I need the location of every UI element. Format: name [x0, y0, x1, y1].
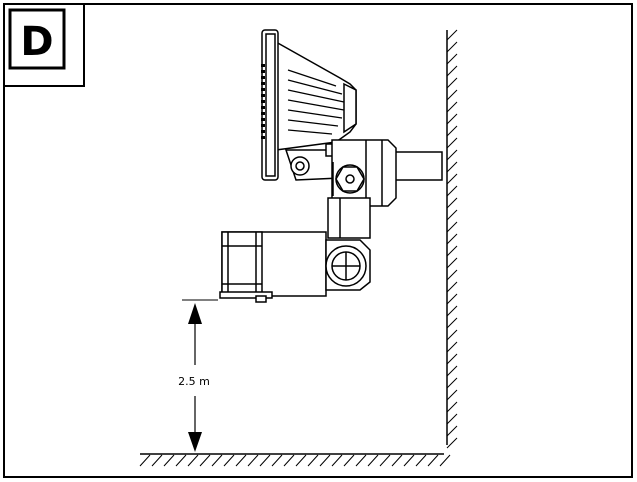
- mount-stem: [327, 197, 371, 239]
- label-box-frame: [4, 4, 85, 87]
- wall-bracket: [331, 139, 443, 207]
- dimension-arrow-down: [188, 432, 202, 452]
- motion-sensor: [219, 231, 327, 303]
- sensor-joint: [325, 239, 371, 291]
- panel-label: D: [20, 19, 53, 65]
- wall: [446, 29, 458, 449]
- height-dimension: 2.5 m: [178, 299, 218, 452]
- dimension-arrow-up: [188, 303, 202, 324]
- dimension-label: 2.5 m: [178, 375, 210, 388]
- floodlight-head: [261, 29, 357, 181]
- outer-frame: [3, 3, 633, 478]
- label-box: [8, 8, 66, 70]
- ground: [139, 453, 451, 467]
